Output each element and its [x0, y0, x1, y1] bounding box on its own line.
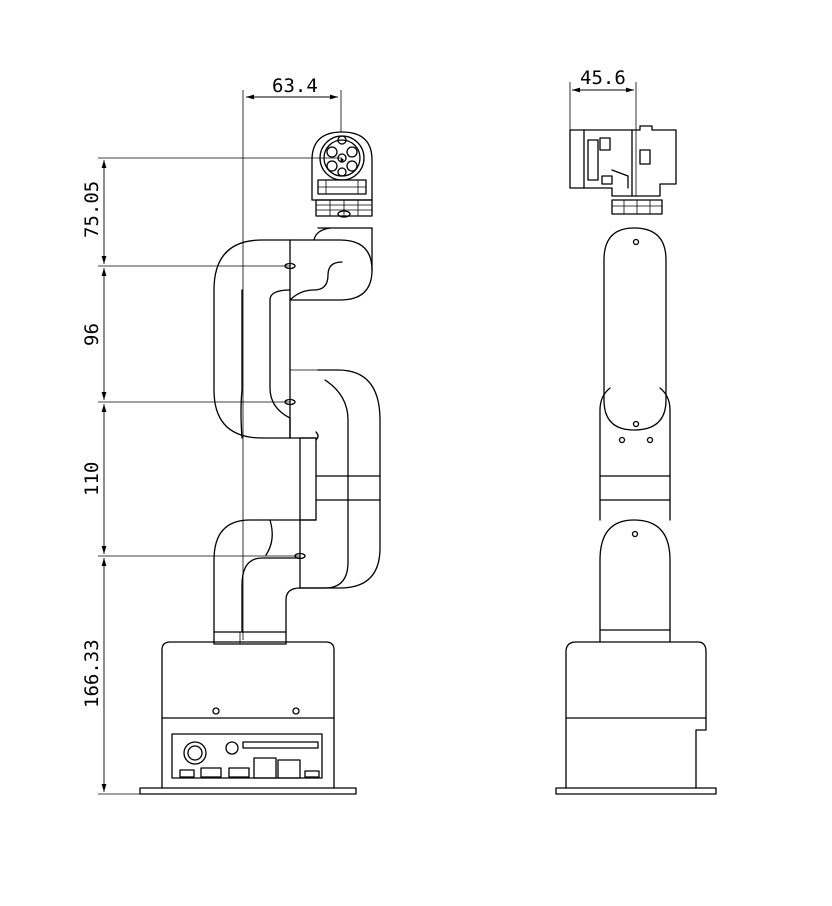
front-link-2: [299, 369, 381, 589]
side-upper-arm: [603, 227, 667, 431]
front-base: [139, 641, 357, 795]
dimension-head-depth: 45.6: [572, 67, 634, 93]
dimension-height-1-label: 75.05: [81, 181, 103, 238]
dimension-height-2-label: 96: [81, 323, 103, 346]
side-view: 45.6: [555, 67, 717, 795]
side-elbow: [599, 387, 671, 477]
front-joint-1: [213, 631, 287, 645]
front-wrist: [315, 199, 373, 218]
dimension-flange-width-label: 63.4: [272, 75, 318, 97]
front-link-1: [213, 519, 317, 633]
dimension-height-3-label: 110: [81, 462, 103, 496]
side-lower-arm: [599, 475, 671, 643]
front-link-3: [213, 239, 318, 439]
height-extension-lines: [98, 157, 342, 795]
dimension-flange-width: 63.4: [246, 75, 338, 100]
side-head: [569, 125, 677, 197]
side-base: [555, 641, 717, 795]
dimension-head-depth-label: 45.6: [580, 67, 626, 89]
height-dimension-chain: 75.05 96 110 166.33: [81, 160, 107, 792]
front-view: 63.4 75.05 96 110 166.33: [81, 75, 381, 795]
side-wrist: [611, 199, 663, 215]
dimension-height-4-label: 166.33: [81, 639, 103, 708]
front-head: [311, 131, 373, 201]
front-link-4: [289, 227, 373, 301]
